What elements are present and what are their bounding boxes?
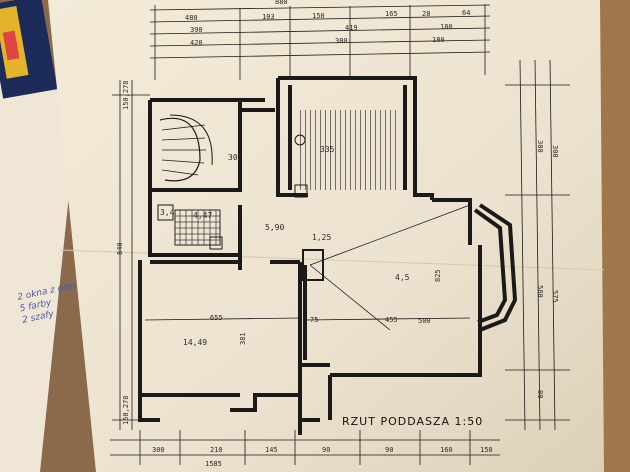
- dim-right-2: 300: [551, 145, 559, 158]
- dim-int-5: 381: [239, 332, 247, 345]
- room-labels: 14,49 4,47 305 335 5,90 4,5 3,4 1,25: [160, 145, 410, 347]
- dim-right-3: 580: [536, 285, 544, 298]
- dimension-labels: 880 480 103 150 165 28 64 390 419 180 42…: [116, 0, 559, 468]
- dim-right-4: 90: [536, 390, 544, 398]
- floor-plan: [110, 4, 570, 465]
- dim-top3-3: 180: [432, 36, 445, 44]
- room-misc-4: 4,5: [395, 273, 410, 282]
- dim-bot-total: 1585: [205, 460, 222, 468]
- dim-bot-3: 145: [265, 446, 278, 454]
- room-misc-6: 1,25: [312, 233, 331, 242]
- dim-left-1: 840: [116, 242, 124, 255]
- room-misc-2: 335: [320, 145, 335, 154]
- dim-int-2: 455: [385, 316, 398, 324]
- dim-int-3: 825: [434, 269, 442, 282]
- dim-bot-6: 160: [440, 446, 453, 454]
- book-object: [0, 0, 58, 99]
- dim-bot-1: 300: [152, 446, 165, 454]
- dim-top2-1: 390: [190, 26, 203, 34]
- dim-bot-5: 90: [385, 446, 393, 454]
- dim-right-1: 300: [536, 140, 544, 153]
- dim-top-2: 103: [262, 13, 275, 21]
- dim-top-1: 480: [185, 14, 198, 22]
- blueprint-sheet: [48, 0, 604, 472]
- room-area-1: 14,49: [183, 338, 207, 347]
- room-misc-5: 3,4: [160, 208, 175, 217]
- dim-bot-7: 150: [480, 446, 493, 454]
- room-area-2: 4,47: [193, 211, 212, 220]
- dim-top-5: 28: [422, 10, 430, 18]
- dim-bot-4: 90: [322, 446, 330, 454]
- dim-top3-2: 380: [335, 37, 348, 45]
- dim-top-4: 165: [385, 10, 398, 18]
- room-misc-3: 5,90: [265, 223, 284, 232]
- dim-right-5: 575: [551, 290, 559, 303]
- drawing-title: RZUT PODDASZA 1:50: [342, 415, 483, 428]
- dim-top-3: 150: [312, 12, 325, 20]
- dim-bot-2: 210: [210, 446, 223, 454]
- dim-int-4: 500: [418, 317, 431, 325]
- dim-int-6: 75: [310, 316, 318, 324]
- dim-top2-2: 419: [345, 24, 358, 32]
- dim-int-1: 655: [210, 314, 223, 322]
- side-paper: [0, 80, 80, 472]
- dim-top2-3: 180: [440, 23, 453, 31]
- dim-top3-1: 420: [190, 39, 203, 47]
- room-misc-1: 305: [228, 153, 243, 162]
- dim-overall: 880: [275, 0, 288, 6]
- dim-top-6: 64: [462, 9, 470, 17]
- dim-left-2: 150,278: [122, 80, 130, 110]
- dim-left-3: 150,278: [122, 395, 130, 425]
